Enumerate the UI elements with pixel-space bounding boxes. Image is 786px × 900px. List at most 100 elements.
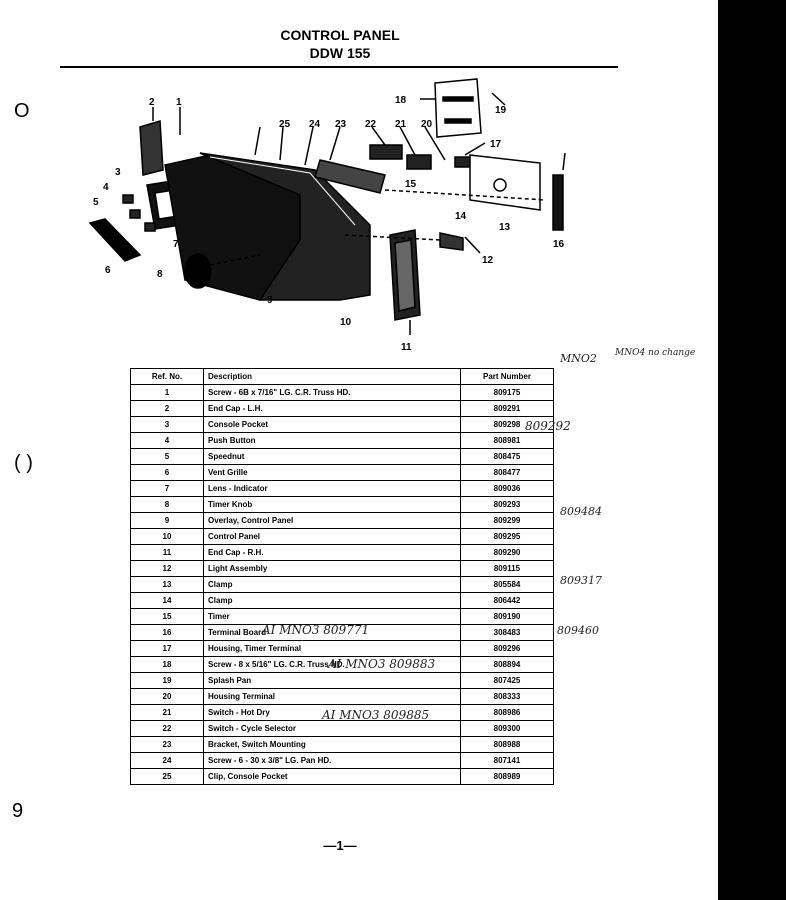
handwritten-note: MNO4 no change (615, 348, 696, 358)
callout-19: 19 (495, 105, 507, 116)
part-number-cell: 809296 (460, 640, 554, 657)
description-cell: Switch - Cycle Selector (203, 720, 461, 737)
column-header-description: Description (203, 368, 461, 385)
handwritten-note: 809460 (557, 624, 599, 637)
description-cell: Light Assembly (203, 560, 461, 577)
end-cap-lh-shape (139, 120, 164, 176)
punch-hole-mark: 9 (12, 800, 24, 822)
ref-cell: 16 (130, 624, 204, 641)
handwritten-note: AI MNO3 809771 (262, 623, 370, 637)
part-number-cell: 808989 (460, 768, 554, 785)
ref-cell: 18 (130, 656, 204, 673)
punch-hole-mark: ( ) (14, 452, 33, 474)
part-number-cell: 308483 (460, 624, 554, 641)
callout-5: 5 (93, 197, 99, 208)
description-cell: Speednut (203, 448, 461, 465)
ref-cell: 1 (130, 384, 204, 401)
callout-8: 8 (157, 269, 163, 280)
part-number-cell: 808981 (460, 432, 554, 449)
callout-6: 6 (105, 265, 111, 276)
description-cell: Clamp (203, 576, 461, 593)
ref-cell: 13 (130, 576, 204, 593)
callout-11: 11 (401, 342, 412, 353)
description-cell: Screw - 6 - 30 x 3/8" LG. Pan HD. (203, 752, 461, 769)
callout-22: 22 (365, 119, 377, 130)
part-number-cell: 809190 (460, 608, 554, 625)
callout-15: 15 (405, 179, 417, 190)
control-panel-shape (199, 152, 371, 301)
part-number-cell: 809175 (460, 384, 554, 401)
scan-edge-bar (718, 0, 786, 900)
handwritten-note: 809484 (560, 505, 602, 518)
ref-cell: 9 (130, 512, 204, 529)
callout-25: 25 (279, 119, 291, 130)
ref-cell: 3 (130, 416, 204, 433)
ref-cell: 15 (130, 608, 204, 625)
part-number-cell: 809295 (460, 528, 554, 545)
callout-21: 21 (395, 119, 407, 130)
ref-cell: 23 (130, 736, 204, 753)
title-underline (60, 66, 618, 68)
callout-4: 4 (103, 182, 109, 193)
push-button-shape (122, 194, 134, 204)
description-cell: Housing Terminal (203, 688, 461, 705)
handwritten-note: 809292 (525, 419, 571, 433)
description-cell: End Cap - R.H. (203, 544, 461, 561)
handwritten-note: AI MNO3 809885 (322, 708, 430, 722)
ref-cell: 22 (130, 720, 204, 737)
description-cell: Control Panel (203, 528, 461, 545)
description-cell: Timer Knob (203, 496, 461, 513)
callout-17: 17 (490, 139, 502, 150)
ref-cell: 12 (130, 560, 204, 577)
vent-grille-shape (88, 218, 142, 262)
description-cell: Push Button (203, 432, 461, 449)
ref-cell: 11 (130, 544, 204, 561)
exploded-parts-diagram: 2 1 3 4 5 6 7 8 9 10 11 12 13 14 15 16 1… (88, 78, 566, 353)
description-cell: Console Pocket (203, 416, 461, 433)
callout-23: 23 (335, 119, 347, 130)
description-cell: Splash Pan (203, 672, 461, 689)
handwritten-note: MNO2 (560, 352, 597, 365)
ref-cell: 20 (130, 688, 204, 705)
callout-7: 7 (173, 239, 179, 250)
callout-13: 13 (499, 222, 511, 233)
ref-cell: 7 (130, 480, 204, 497)
description-cell: Clamp (203, 592, 461, 609)
callout-20: 20 (421, 119, 433, 130)
description-cell: Housing, Timer Terminal (203, 640, 461, 657)
callout-14: 14 (455, 211, 467, 222)
column-header-ref: Ref. No. (130, 368, 204, 385)
part-number-cell: 809299 (460, 512, 554, 529)
part-number-cell: 809300 (460, 720, 554, 737)
callout-18: 18 (395, 95, 407, 106)
ref-cell: 8 (130, 496, 204, 513)
part-number-cell: 808894 (460, 656, 554, 673)
part-number-cell: 806442 (460, 592, 554, 609)
description-cell: Lens - Indicator (203, 480, 461, 497)
ref-cell: 25 (130, 768, 204, 785)
terminal-board-shape (552, 174, 564, 231)
page-number: —1— (323, 838, 357, 853)
part-number-cell: 808333 (460, 688, 554, 705)
part-number-cell: 808986 (460, 704, 554, 721)
ref-cell: 10 (130, 528, 204, 545)
ref-cell: 24 (130, 752, 204, 769)
part-number-cell: 809115 (460, 560, 554, 577)
